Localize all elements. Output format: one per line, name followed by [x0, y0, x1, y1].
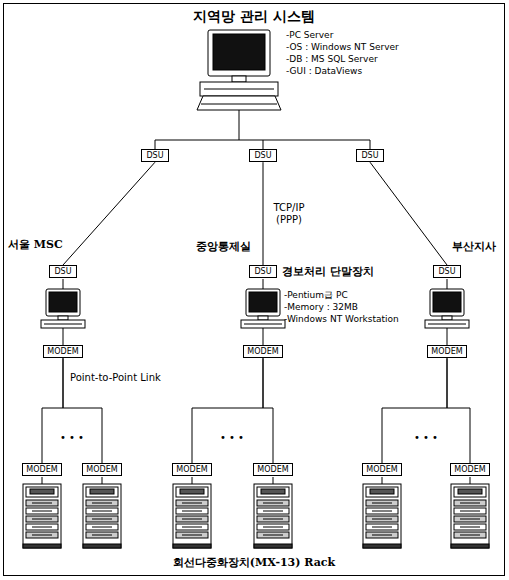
- site-name: 부산지사: [452, 240, 496, 253]
- box-text: MODEM: [176, 465, 208, 474]
- spec-line: -PC Server: [286, 30, 333, 41]
- spec-line: -OS : Windows NT Server: [286, 42, 399, 53]
- box-text: DSU: [253, 151, 273, 160]
- spec-line: -Memory : 32MB: [284, 302, 358, 313]
- edge-label: TCP/IP (PPP): [267, 202, 311, 226]
- box-text: MODEM: [247, 347, 279, 356]
- box-text: MODEM: [257, 465, 289, 474]
- spec-line: -Pentium급 PC: [284, 290, 348, 301]
- modem-box: MODEM: [172, 463, 212, 476]
- dsu-box: DSU: [49, 265, 77, 278]
- workstation-pcs: [41, 279, 469, 346]
- ellipsis: • • •: [414, 432, 438, 444]
- box-text: MODEM: [26, 465, 58, 474]
- spec-line: -GUI : DataViews: [286, 66, 362, 77]
- box-text: DSU: [145, 151, 165, 160]
- server-trunk: [155, 110, 370, 150]
- dsu-box: DSU: [433, 265, 461, 278]
- dsu-box: DSU: [249, 265, 277, 278]
- site-name: 서울 MSC: [8, 238, 63, 251]
- device-name: 경보처리 단말장치: [282, 265, 374, 278]
- spec-line: -DB : MS SQL Server: [286, 54, 378, 65]
- link-line: [370, 162, 447, 265]
- modem-box: MODEM: [82, 463, 122, 476]
- dsu-box: DSU: [141, 149, 169, 162]
- box-text: MODEM: [431, 347, 463, 356]
- box-text: MODEM: [86, 465, 118, 474]
- link-label: Point-to-Point Link: [70, 372, 161, 384]
- box-text: MODEM: [454, 465, 486, 474]
- diagram-caption: 회선다중화장치(MX-13) Rack: [173, 556, 335, 569]
- link-line: [42, 358, 63, 463]
- box-text: MODEM: [47, 347, 79, 356]
- link-line: [263, 162, 264, 265]
- site-name: 중앙통제실: [196, 240, 251, 253]
- link-line: [382, 358, 447, 463]
- frame-border: [4, 4, 505, 576]
- modem-box: MODEM: [243, 345, 283, 358]
- ellipsis: • • •: [60, 432, 84, 444]
- modem-box: MODEM: [362, 463, 402, 476]
- dsu-box: DSU: [249, 149, 277, 162]
- link-line: [192, 358, 263, 463]
- modem-box: MODEM: [43, 345, 83, 358]
- box-text: MODEM: [366, 465, 398, 474]
- box-text: DSU: [360, 151, 380, 160]
- link-line: [447, 358, 470, 463]
- modem-box: MODEM: [22, 463, 62, 476]
- box-text: DSU: [437, 267, 457, 276]
- link-line: [63, 162, 155, 265]
- link-line: [263, 358, 273, 463]
- box-text: DSU: [253, 267, 273, 276]
- modem-box: MODEM: [253, 463, 293, 476]
- modem-box: MODEM: [450, 463, 490, 476]
- ellipsis: • • •: [220, 432, 244, 444]
- spec-line: -Windows NT Workstation: [284, 314, 399, 325]
- dsu-box: DSU: [356, 149, 384, 162]
- modem-box: MODEM: [427, 345, 467, 358]
- mux-racks: [23, 477, 489, 548]
- box-text: DSU: [53, 267, 73, 276]
- diagram-title: 지역망 관리 시스템: [193, 8, 315, 25]
- server-pc: [197, 30, 281, 110]
